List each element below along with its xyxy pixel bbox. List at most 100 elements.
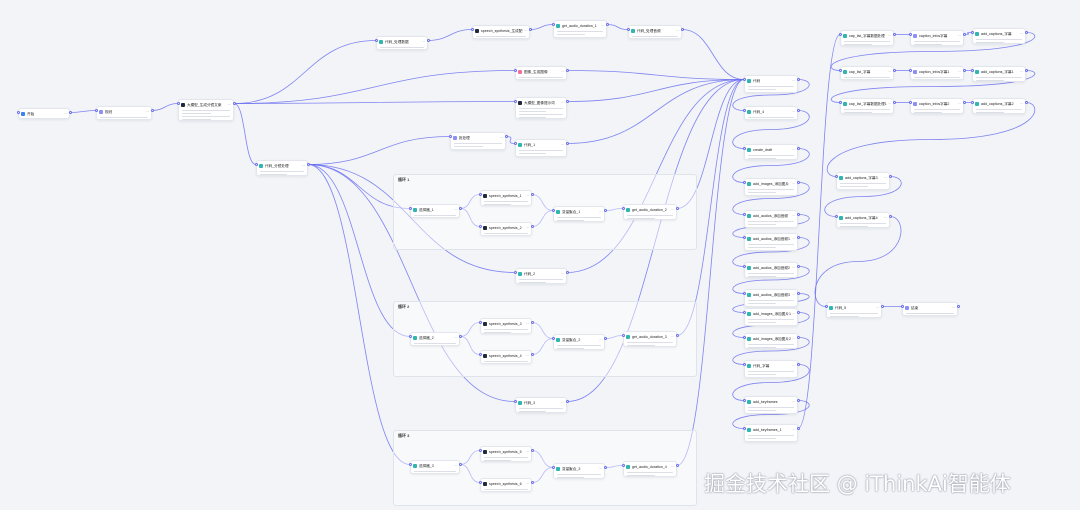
input-handle[interactable]	[970, 69, 974, 72]
edge-llm_main-code_top[interactable]	[233, 40, 377, 104]
node-cap-list1[interactable]: cap_list_字幕数据处理⋯	[840, 30, 894, 46]
edge-llm_mid-code_r1[interactable]	[566, 79, 745, 102]
input-handle[interactable]	[513, 400, 517, 403]
input-handle[interactable]	[513, 100, 517, 103]
edge-llm_main-img_gen[interactable]	[233, 70, 516, 104]
output-handle[interactable]	[603, 337, 607, 340]
more-icon[interactable]: ⋯	[64, 111, 67, 115]
output-handle[interactable]	[68, 111, 72, 114]
more-icon[interactable]: ⋯	[792, 427, 795, 431]
more-icon[interactable]: ⋯	[671, 464, 674, 468]
output-handle[interactable]	[528, 28, 532, 31]
node-add-captions2[interactable]: add_captions_字幕1⋯	[972, 66, 1026, 82]
node-add-images1[interactable]: add_images_添加图片⋯	[744, 178, 798, 196]
node-create-draft[interactable]: create_draft⋯	[744, 144, 798, 160]
node-sp3b[interactable]: speech_synthesis_6⋯	[480, 478, 532, 492]
edge-audio3-code_r1[interactable]	[676, 79, 745, 466]
input-handle[interactable]	[513, 271, 517, 274]
input-handle[interactable]	[478, 321, 482, 324]
input-handle[interactable]	[838, 33, 842, 36]
output-handle[interactable]	[892, 33, 896, 36]
node-sel2[interactable]: 选择器_2⋯	[410, 332, 460, 346]
node-audio2[interactable]: get_audio_duration_3⋯	[623, 331, 677, 347]
more-icon[interactable]: ⋯	[526, 225, 529, 229]
node-sp2b[interactable]: speech_synthesis_4⋯	[480, 350, 532, 364]
more-icon[interactable]: ⋯	[524, 28, 527, 32]
more-icon[interactable]: ⋯	[792, 236, 795, 240]
more-icon[interactable]: ⋯	[671, 334, 674, 338]
node-sp1a[interactable]: speech_synthesis_1⋯	[480, 190, 532, 206]
node-end[interactable]: 结束⋯	[902, 302, 958, 316]
output-handle[interactable]	[892, 69, 896, 72]
more-icon[interactable]: ⋯	[1020, 69, 1023, 73]
node-code-top[interactable]: 代码_处理数据⋯	[376, 36, 428, 50]
node-code-split[interactable]: 代码_分镜处理⋯	[256, 160, 308, 176]
more-icon[interactable]: ⋯	[146, 109, 149, 113]
output-handle[interactable]	[892, 101, 896, 104]
node-cap-list3[interactable]: cap_list_字幕数据处理1⋯	[840, 98, 894, 114]
more-icon[interactable]: ⋯	[526, 353, 529, 357]
output-handle[interactable]	[565, 400, 569, 403]
more-icon[interactable]: ⋯	[792, 147, 795, 151]
more-icon[interactable]: ⋯	[792, 336, 795, 340]
node-add-images3[interactable]: add_images_添加图片2⋯	[744, 333, 798, 349]
node-code-l1[interactable]: 代码_2⋯	[515, 268, 567, 284]
output-handle[interactable]	[796, 109, 800, 112]
edge-llm_top-get_audio_top[interactable]	[529, 24, 554, 30]
more-icon[interactable]: ⋯	[601, 23, 604, 27]
more-icon[interactable]: ⋯	[561, 271, 564, 275]
more-icon[interactable]: ⋯	[952, 305, 955, 309]
output-handle[interactable]	[1024, 69, 1028, 72]
more-icon[interactable]: ⋯	[561, 400, 564, 404]
input-handle[interactable]	[742, 265, 746, 268]
input-handle[interactable]	[621, 207, 625, 210]
edge-llm_main-code_split[interactable]	[233, 103, 257, 165]
input-handle[interactable]	[824, 305, 828, 308]
node-add-audios3[interactable]: add_audios_添加音频2⋯	[744, 262, 798, 278]
node-sel3[interactable]: 选择器_3⋯	[410, 460, 460, 474]
input-handle[interactable]	[838, 69, 842, 72]
input-handle[interactable]	[16, 111, 20, 114]
input-handle[interactable]	[908, 69, 912, 72]
edge-img_gen-code_r1[interactable]	[566, 70, 745, 80]
output-handle[interactable]	[458, 463, 462, 466]
edge-code_top-llm_top[interactable]	[427, 29, 473, 41]
input-handle[interactable]	[742, 213, 746, 216]
more-icon[interactable]: ⋯	[1020, 101, 1023, 105]
input-handle[interactable]	[478, 225, 482, 228]
more-icon[interactable]: ⋯	[526, 481, 529, 485]
input-handle[interactable]	[908, 33, 912, 36]
input-handle[interactable]	[742, 363, 746, 366]
output-handle[interactable]	[888, 215, 892, 218]
node-code-r2[interactable]: 代码_4⋯	[744, 106, 798, 120]
node-add-captions3[interactable]: add_captions_字幕2⋯	[972, 98, 1026, 114]
node-code-r1[interactable]: 代码⋯	[744, 75, 798, 93]
output-handle[interactable]	[962, 33, 966, 36]
input-handle[interactable]	[834, 215, 838, 218]
input-handle[interactable]	[470, 28, 474, 31]
edge-get_audio_top-code_top2[interactable]	[606, 24, 629, 30]
node-llm-mid[interactable]: 大模型_图像提示词⋯	[515, 97, 567, 119]
output-handle[interactable]	[796, 78, 800, 81]
more-icon[interactable]: ⋯	[792, 213, 795, 217]
node-audio1[interactable]: get_audio_duration_2⋯	[623, 204, 677, 220]
output-handle[interactable]	[680, 28, 684, 31]
input-handle[interactable]	[513, 69, 517, 72]
input-handle[interactable]	[374, 39, 378, 42]
more-icon[interactable]: ⋯	[792, 399, 795, 403]
output-handle[interactable]	[796, 292, 800, 295]
input-handle[interactable]	[742, 399, 746, 402]
input-handle[interactable]	[742, 336, 746, 339]
node-cap-list2[interactable]: cap_list_字幕⋯	[840, 66, 894, 80]
input-handle[interactable]	[448, 135, 452, 138]
node-audio3[interactable]: get_audio_duration_4⋯	[623, 461, 677, 477]
input-handle[interactable]	[478, 481, 482, 484]
node-end-code[interactable]: 代码_5⋯	[826, 302, 882, 318]
more-icon[interactable]: ⋯	[561, 100, 564, 104]
node-add-audios1[interactable]: add_audios_添加音频⋯	[744, 210, 798, 228]
output-handle[interactable]	[530, 225, 534, 228]
input-handle[interactable]	[551, 23, 555, 26]
output-handle[interactable]	[796, 147, 800, 150]
node-start[interactable]: 开始⋯	[18, 108, 70, 119]
